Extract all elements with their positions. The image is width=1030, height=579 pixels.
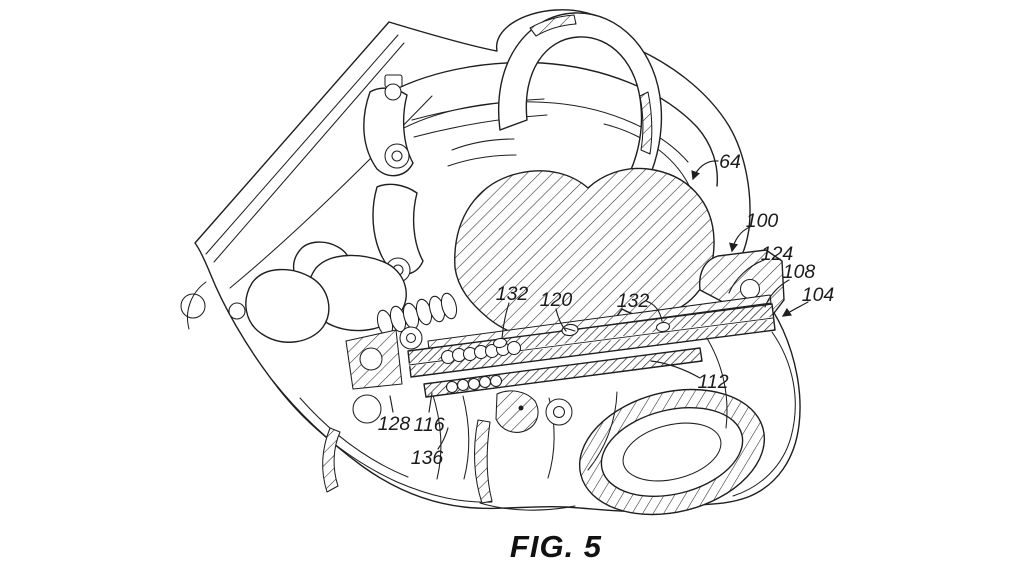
leader-120	[555, 308, 567, 332]
bracket-boss	[352, 394, 382, 424]
leader-108	[764, 279, 790, 308]
link-line	[413, 114, 548, 138]
rail-washer	[656, 321, 670, 333]
flag-dot	[518, 405, 524, 411]
leader-64	[691, 160, 719, 181]
leader-132-right	[645, 300, 663, 322]
rail-top-strip	[427, 294, 772, 350]
bracket-hole	[359, 347, 383, 371]
pivot-inner	[391, 150, 403, 162]
ref-label-100: 100	[746, 210, 779, 232]
wheel-inner	[600, 406, 744, 498]
case-arc	[187, 281, 207, 330]
case-arc	[299, 397, 409, 478]
ref-label-104: 104	[802, 284, 835, 306]
figure-caption: FIG. 5	[510, 529, 602, 564]
case-arc	[462, 395, 470, 480]
case-arc	[268, 375, 493, 503]
hex-bolt-inner	[552, 405, 566, 419]
ref-label-64: 64	[719, 151, 741, 173]
cover-outer-curve	[382, 61, 719, 187]
cover-edge-line	[213, 42, 405, 263]
ref-label-108: 108	[783, 261, 816, 283]
spring-coil	[440, 292, 458, 320]
bolt-circle	[384, 83, 402, 101]
spring-assembly	[345, 292, 458, 424]
arch-hatch-sliver	[529, 14, 577, 37]
ref-label-116: 116	[413, 414, 444, 436]
cover-edge-line	[229, 95, 433, 289]
rail-roller	[456, 378, 470, 392]
ref-label-136: 136	[411, 447, 444, 469]
ref-label-112: 112	[697, 371, 728, 393]
end-bracket-hole	[739, 278, 761, 300]
rail-roller	[489, 374, 503, 388]
leader-116	[428, 392, 433, 413]
cover-rib	[451, 138, 515, 151]
leader-136	[437, 427, 449, 450]
case-boss-circle	[228, 302, 246, 320]
case-arc	[587, 391, 618, 471]
rail-roller	[445, 380, 459, 394]
rail-roller	[467, 377, 481, 391]
leader-132-left	[501, 302, 510, 339]
ref-label-132-right: 132	[617, 290, 650, 312]
leader-124	[728, 259, 765, 294]
link-arm-lower	[372, 183, 424, 276]
mount-capsule	[245, 268, 330, 343]
case-arc	[732, 331, 796, 497]
ref-label-124: 124	[761, 243, 794, 265]
ref-label-120: 120	[540, 289, 573, 311]
leader-112	[650, 360, 701, 379]
case-boss-circle	[180, 293, 206, 319]
rail-pivot-inner	[405, 332, 417, 344]
case-arc	[704, 334, 728, 429]
leader-lines	[389, 160, 809, 450]
rail-roller	[506, 340, 522, 356]
rail-washer	[493, 337, 507, 349]
casting-hatch-flag	[495, 390, 539, 433]
linkage-arms	[363, 74, 424, 283]
ref-label-132-left: 132	[496, 283, 529, 305]
cover-rib	[447, 154, 517, 167]
support-rail	[399, 294, 776, 398]
wheel-groove	[622, 422, 722, 482]
leader-128	[389, 395, 394, 413]
casting-hatch-sliver	[322, 427, 341, 493]
wheel-hub	[578, 388, 766, 516]
leader-100	[729, 226, 751, 253]
cover-edge-line	[205, 34, 399, 255]
lower-casting	[268, 331, 796, 516]
link-line	[411, 98, 545, 121]
case-arc	[479, 502, 576, 511]
reference-numerals: 64 100 124 108 104 132 120 132 112 128 1…	[378, 151, 835, 469]
casting-hatch-sliver	[473, 419, 493, 504]
rail-bolt-slot	[564, 327, 576, 332]
rail-roller	[478, 375, 492, 389]
case-arc	[431, 391, 442, 480]
leader-104	[781, 301, 809, 317]
arch-hatch-sliver	[639, 91, 653, 155]
ref-label-128: 128	[378, 413, 411, 435]
